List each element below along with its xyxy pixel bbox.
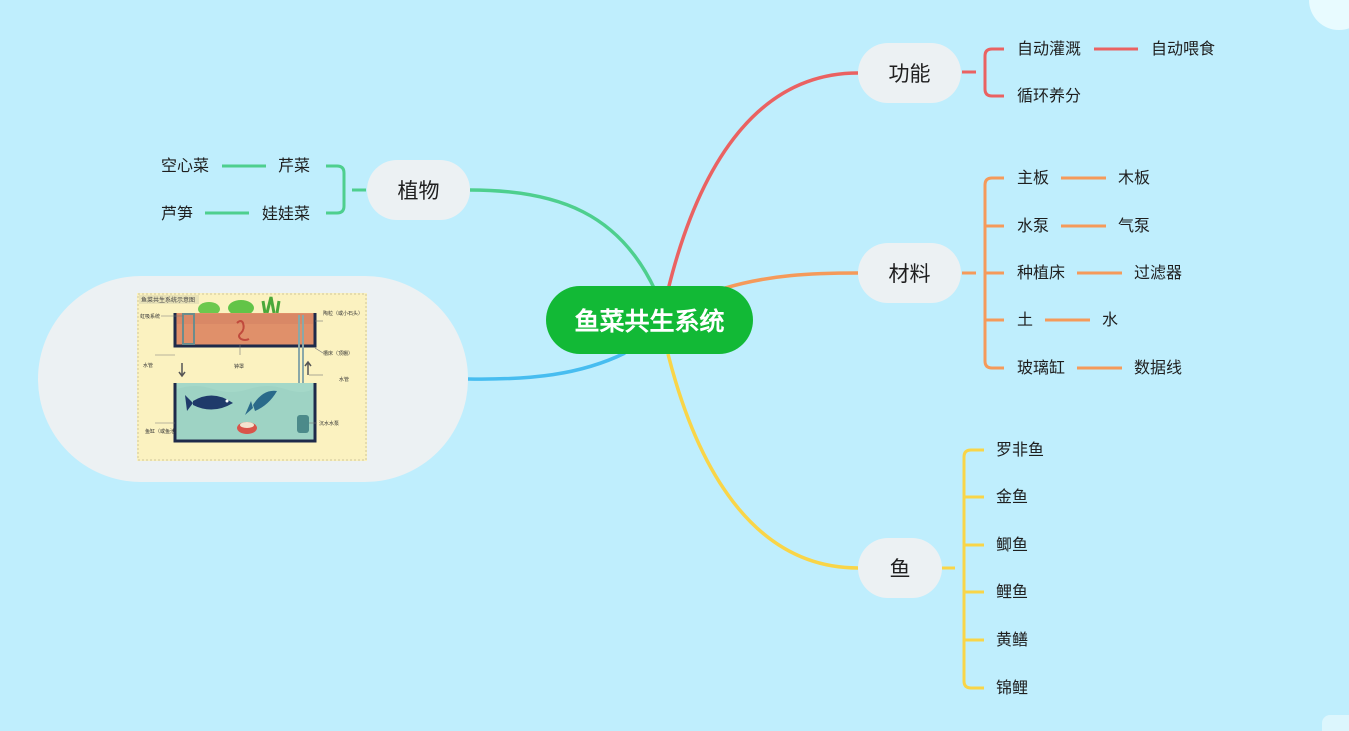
bracket-fish — [942, 448, 984, 690]
topic-tilapia[interactable]: 罗非鱼 — [996, 440, 1045, 459]
label-pebbles: 陶粒（或小石头） — [323, 310, 363, 317]
label-fish-tank: 鱼缸（或鱼池） — [145, 428, 180, 435]
label-tank-cover: 槽床（顶棚） — [323, 350, 353, 357]
bracket-plants — [326, 164, 366, 215]
topic-eel[interactable]: 黄鳝 — [996, 630, 1029, 649]
topic-water-pump[interactable]: 水泵 — [1017, 216, 1050, 235]
label-siphon: 虹吸系统 — [140, 313, 160, 320]
diagram-title: 鱼菜共生系统示意图 — [141, 296, 195, 304]
branch-materials[interactable]: 材料 — [858, 243, 961, 303]
label-water-pipe: 水管 — [143, 362, 153, 369]
topic-nutrient-cycle[interactable]: 循环养分 — [1017, 86, 1082, 105]
topic-water[interactable]: 水 — [1102, 310, 1119, 329]
topic-planting-bed[interactable]: 种植床 — [1017, 263, 1066, 282]
topic-wood-board[interactable]: 木板 — [1118, 168, 1151, 187]
bracket-materials — [962, 176, 1004, 370]
connector-fish — [666, 353, 859, 570]
connector-plants — [469, 188, 657, 291]
branch-function[interactable]: 功能 — [858, 43, 961, 103]
topic-goldfish[interactable]: 金鱼 — [996, 487, 1029, 506]
bracket-function — [962, 47, 1004, 98]
topic-mainboard[interactable]: 主板 — [1017, 168, 1050, 187]
topic-water-spinach[interactable]: 空心菜 — [161, 156, 210, 175]
topic-auto-irrigation[interactable]: 自动灌溉 — [1017, 39, 1082, 58]
topic-auto-feeding[interactable]: 自动喂食 — [1151, 39, 1216, 58]
root-topic[interactable]: 鱼菜共生系统 — [546, 286, 753, 354]
connector-image — [467, 351, 626, 381]
topic-crucian[interactable]: 鲫鱼 — [996, 535, 1029, 554]
connector-function — [666, 71, 859, 291]
aquaponics-diagram-image[interactable]: 鱼菜共生系统示意图 — [137, 293, 367, 461]
branch-plants[interactable]: 植物 — [367, 160, 470, 220]
corner-handle — [1322, 715, 1349, 731]
topic-asparagus[interactable]: 芦笋 — [161, 204, 194, 223]
topic-celery[interactable]: 芹菜 — [278, 156, 311, 175]
topic-carp[interactable]: 鲤鱼 — [996, 582, 1029, 601]
topic-koi[interactable]: 锦鲤 — [996, 678, 1029, 697]
topic-filter[interactable]: 过滤器 — [1134, 263, 1183, 282]
topic-air-pump[interactable]: 气泵 — [1118, 216, 1151, 235]
branch-fish[interactable]: 鱼 — [858, 538, 942, 598]
image-topic[interactable]: 鱼菜共生系统示意图 — [38, 276, 468, 482]
topic-glass-tank[interactable]: 玻璃缸 — [1017, 358, 1066, 377]
topic-soil[interactable]: 土 — [1017, 310, 1034, 329]
label-pump: 沉水水泵 — [319, 420, 339, 427]
aquaponics-illustration: 鱼菜共生系统示意图 — [137, 293, 367, 461]
connector-materials — [724, 271, 859, 290]
label-return-pipe: 水管 — [339, 376, 349, 383]
topic-data-cable[interactable]: 数据线 — [1134, 358, 1183, 377]
topic-baby-cabbage[interactable]: 娃娃菜 — [262, 204, 311, 223]
label-bell: 钟罩 — [234, 363, 244, 370]
